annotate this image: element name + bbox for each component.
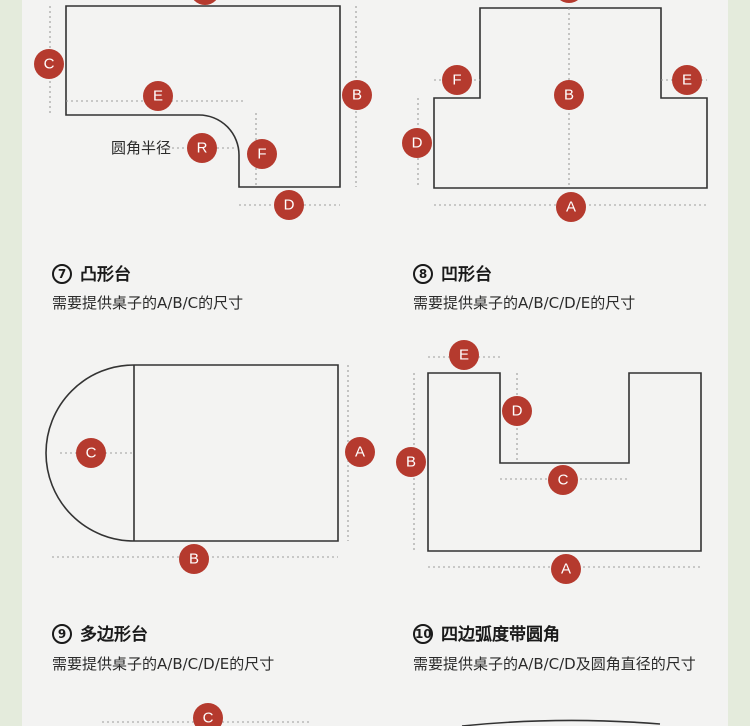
badge-b: B <box>179 544 209 574</box>
section-desc-10: 需要提供桌子的A/B/C/D及圆角直径的尺寸 <box>413 655 696 673</box>
section-title-text: 四边弧度带圆角 <box>441 625 560 645</box>
section-number: 9 <box>52 624 72 644</box>
radius-note: 圆角半径 <box>111 139 172 157</box>
svg-text:E: E <box>153 88 163 105</box>
svg-text:C: C <box>203 710 214 726</box>
badge-e: E <box>672 65 702 95</box>
svg-text:A: A <box>566 199 576 216</box>
svg-text:A: A <box>561 561 571 578</box>
badge-r: R <box>187 133 217 163</box>
svg-text:B: B <box>406 454 416 471</box>
svg-text:R: R <box>197 140 208 157</box>
svg-text:B: B <box>564 87 574 104</box>
svg-text:C: C <box>558 472 569 489</box>
bottom-diagrams: C <box>102 703 661 726</box>
svg-text:F: F <box>452 72 461 89</box>
badge-f: F <box>247 139 277 169</box>
section-number: 7 <box>52 264 72 284</box>
section-desc-8: 需要提供桌子的A/B/C/D/E的尺寸 <box>413 294 636 312</box>
d-shape-diagram: C A B <box>45 364 375 574</box>
svg-text:C: C <box>86 445 97 462</box>
section-number: 8 <box>413 264 433 284</box>
section-title-text: 凸形台 <box>80 265 131 285</box>
badge-b: B <box>554 80 584 110</box>
badge-f: F <box>442 65 472 95</box>
u-shape-outline <box>427 372 702 552</box>
svg-text:F: F <box>257 146 266 163</box>
svg-text:E: E <box>459 347 469 364</box>
badge-b: B <box>396 447 426 477</box>
section-title-text: 凹形台 <box>441 265 492 285</box>
svg-text:D: D <box>512 403 523 420</box>
badge-top-center <box>193 0 217 5</box>
convex-shape-diagram: F B E D A <box>402 0 708 222</box>
section-title-8: 8 凹形台 <box>413 260 492 285</box>
section-desc-9: 需要提供桌子的A/B/C/D/E的尺寸 <box>52 655 275 673</box>
svg-text:E: E <box>682 72 692 89</box>
section-desc-7: 需要提供桌子的A/B/C的尺寸 <box>52 294 244 312</box>
l-shape-outline <box>65 5 341 188</box>
badge-c: C <box>193 703 223 726</box>
convex-shape-outline <box>433 7 708 189</box>
badge-a: A <box>345 437 375 467</box>
l-shape-diagram: C E R F B D <box>34 0 372 220</box>
arc-shape-top <box>461 719 661 726</box>
svg-text:B: B <box>352 87 362 104</box>
u-shape-diagram: E D B C A <box>396 340 702 584</box>
badge-e: E <box>143 81 173 111</box>
section-title-9: 9 多边形台 <box>52 620 148 645</box>
svg-text:C: C <box>44 56 55 73</box>
content-panel <box>22 0 728 726</box>
badge-c: C <box>34 49 64 79</box>
section-number: 10 <box>413 624 433 644</box>
section-title-text: 多边形台 <box>80 625 148 645</box>
badge-a: A <box>551 554 581 584</box>
badge-top-center-right <box>560 0 578 3</box>
badge-c: C <box>76 438 106 468</box>
section-title-7: 7 凸形台 <box>52 260 131 285</box>
badge-d: D <box>402 128 432 158</box>
badge-b: B <box>342 80 372 110</box>
svg-text:B: B <box>189 551 199 568</box>
badge-e: E <box>449 340 479 370</box>
badge-c: C <box>548 465 578 495</box>
svg-text:D: D <box>284 197 295 214</box>
d-shape-outline <box>45 364 339 542</box>
svg-text:D: D <box>412 135 423 152</box>
badge-d: D <box>274 190 304 220</box>
section-title-10: 10 四边弧度带圆角 <box>413 620 560 645</box>
badge-d: D <box>502 396 532 426</box>
badge-a: A <box>556 192 586 222</box>
svg-text:A: A <box>355 444 365 461</box>
